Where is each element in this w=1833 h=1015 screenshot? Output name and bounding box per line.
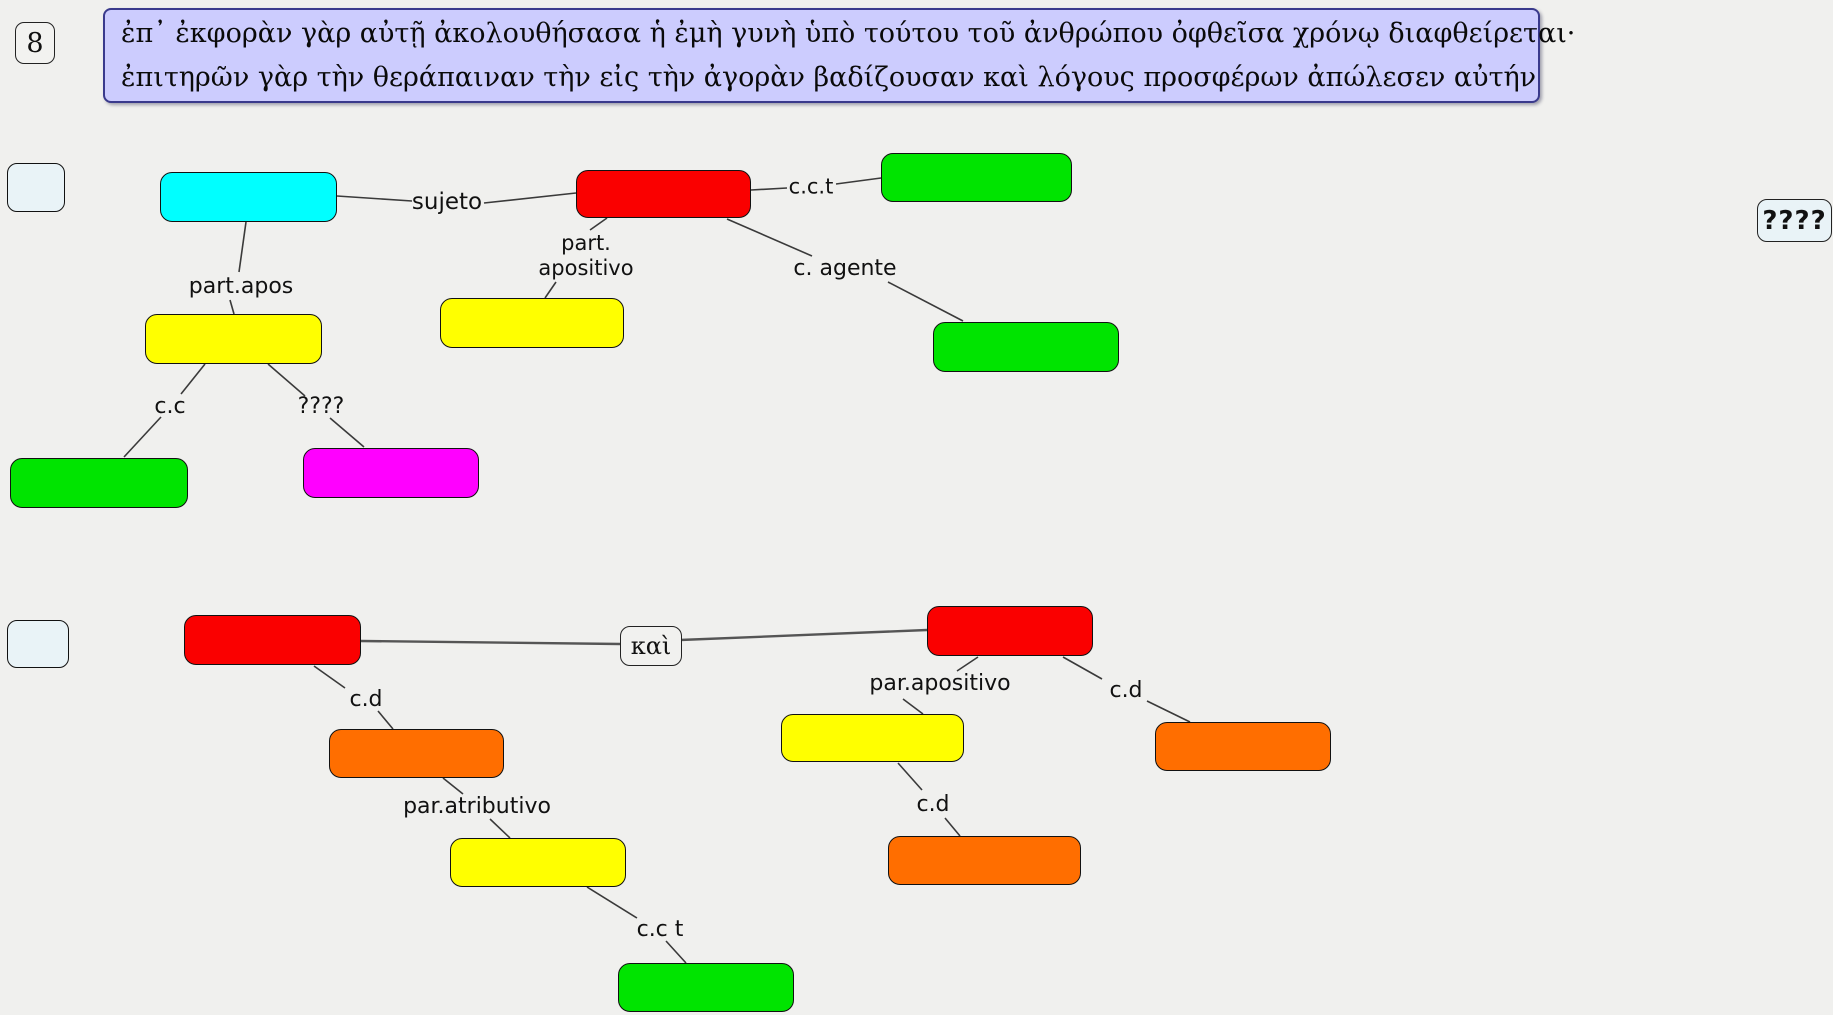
tree1-part-apos-node[interactable]: [145, 314, 322, 364]
edge-label-part-apos: part.apos: [188, 273, 294, 299]
tree1-cct-complement-node[interactable]: [881, 153, 1072, 202]
tree2-cct-complement-node[interactable]: [618, 963, 794, 1012]
tree1-empty-slot-box[interactable]: [7, 163, 65, 212]
edge-label-cct: c.c.t: [788, 174, 834, 199]
tree2-direct-object1-node[interactable]: [329, 729, 504, 778]
tree1-subject-node[interactable]: [160, 172, 337, 222]
tree2-direct-object2-node[interactable]: [888, 836, 1081, 885]
edge-label-cd-mid: c.d: [916, 791, 950, 817]
greek-sentence-box: ἐπ᾽ ἐκφορὰν γὰρ αὐτῇ ἀκολουθήσασα ἡ ἐμὴ …: [103, 8, 1576, 103]
edge-label-cd-left: c.d: [349, 686, 383, 712]
tree2-empty-slot-box[interactable]: [7, 620, 69, 668]
tree1-unknown-function-node[interactable]: [303, 448, 479, 498]
edge-label-sujeto: sujeto: [411, 189, 483, 216]
tree2-par-atributivo-node[interactable]: [450, 838, 626, 887]
tree1-agent-complement-node[interactable]: [933, 322, 1119, 372]
unknown-answer-box[interactable]: ????: [1757, 199, 1832, 242]
tree2-direct-object3-node[interactable]: [1155, 722, 1331, 771]
edge-label-cd-right: c.d: [1109, 677, 1143, 703]
sentence-number-box[interactable]: 8: [15, 22, 55, 64]
edge-label-cc-t: c.c t: [636, 916, 684, 942]
edge-label-unknown-function: ????: [297, 393, 345, 419]
edge-label-cc: c.c: [154, 393, 186, 419]
tree1-cc-complement-node[interactable]: [10, 458, 188, 508]
tree1-part-apositivo-node[interactable]: [440, 298, 624, 348]
edge-label-part-apositivo-line1: part.: [561, 230, 611, 255]
greek-sentence-line-1: ἐπ᾽ ἐκφορὰν γὰρ αὐτῇ ἀκολουθήσασα ἡ ἐμὴ …: [121, 17, 1576, 49]
edge-label-par-atributivo: par.atributivo: [403, 793, 551, 819]
greek-sentence-line-2: ἐπιτηρῶν γὰρ τὴν θεράπαιναν τὴν εἰς τὴν …: [121, 61, 1537, 93]
edge-label-part-apositivo-line2: apositivo: [538, 256, 634, 280]
tree1-verb-node[interactable]: [576, 170, 751, 218]
tree2-verb2-node[interactable]: [927, 606, 1093, 656]
tree2-par-apositivo-node[interactable]: [781, 714, 964, 762]
edge-label-par-apositivo: par.apositivo: [869, 670, 1011, 696]
edge-label-c-agente: c. agente: [793, 255, 897, 281]
tree2-conjunction-box[interactable]: καὶ: [620, 626, 682, 666]
tree2-verb1-node[interactable]: [184, 615, 361, 665]
